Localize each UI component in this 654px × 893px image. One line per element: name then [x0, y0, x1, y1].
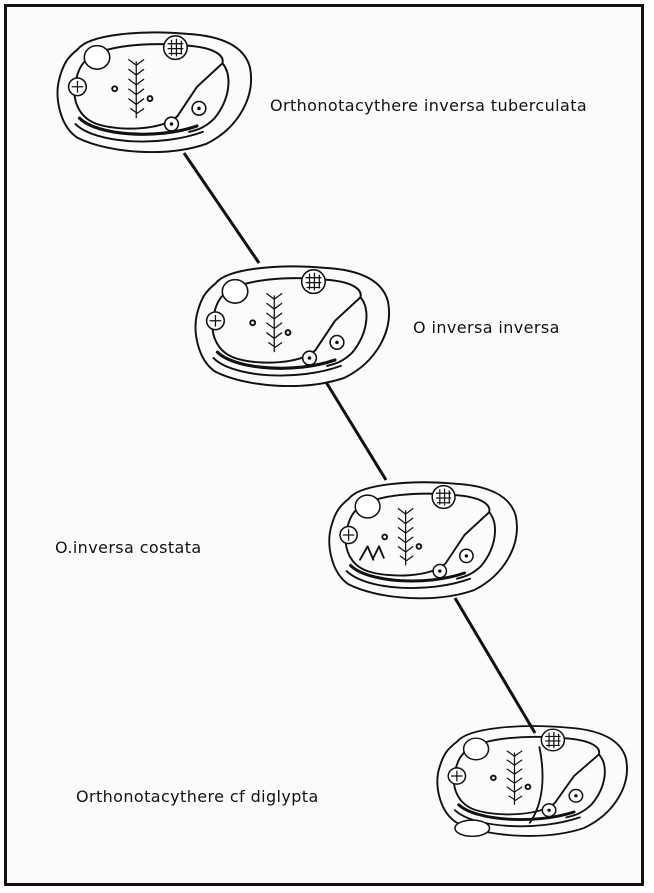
edge-1-2 — [184, 153, 259, 263]
specimen-4-label: Orthonotacythere cf diglypta — [76, 787, 319, 806]
edge-2-3 — [326, 382, 386, 480]
specimen-3-shell — [329, 482, 517, 598]
specimen-3-label: O.inversa costata — [55, 538, 202, 557]
specimen-4-shell — [437, 726, 626, 836]
edge-3-4 — [455, 598, 535, 733]
specimen-2-shell — [196, 266, 389, 386]
specimen-2-label: O inversa inversa — [413, 318, 560, 337]
specimen-1-label: Orthonotacythere inversa tuberculata — [270, 96, 587, 115]
specimen-1-shell — [58, 32, 251, 152]
